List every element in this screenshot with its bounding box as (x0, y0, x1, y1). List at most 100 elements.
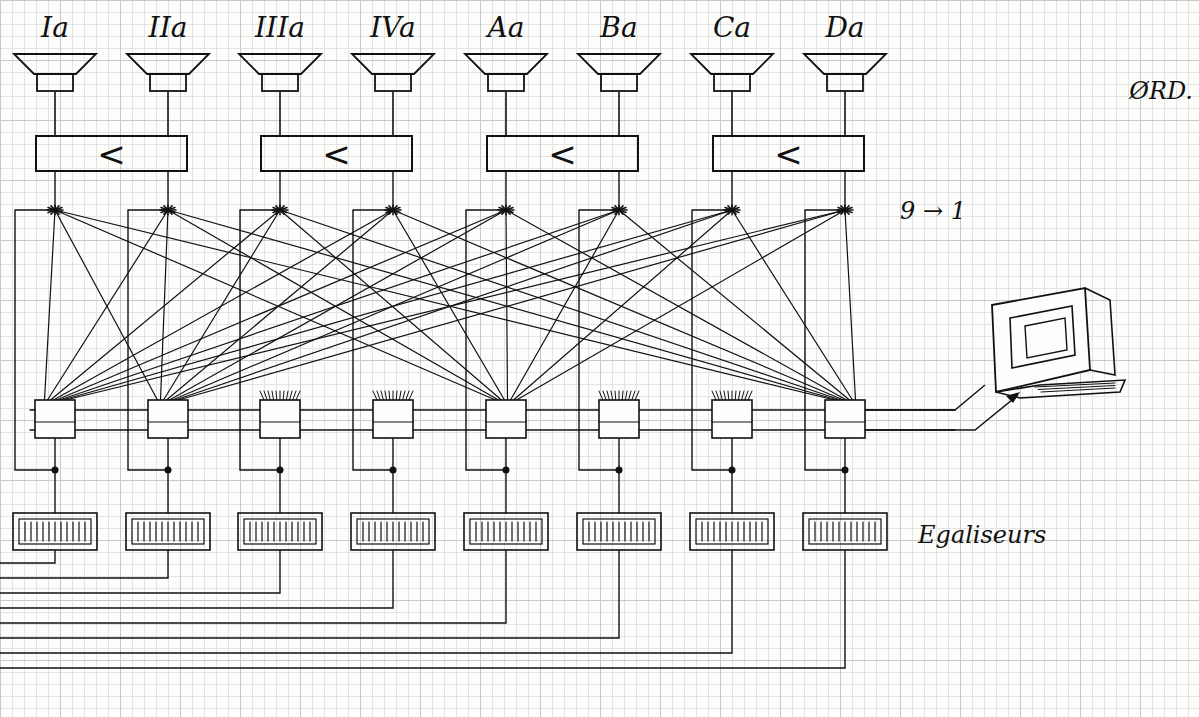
speaker-label: Da (800, 8, 890, 48)
equalizer-slider (291, 522, 292, 541)
input-comb (599, 391, 603, 400)
equalizer-slider (814, 522, 815, 541)
speaker-cone (14, 54, 96, 74)
equalizer-slider (707, 522, 708, 541)
loudspeaker: IIa (123, 8, 213, 96)
equalizer (803, 513, 887, 550)
speaker-cone (465, 54, 547, 74)
equalizer-slider (701, 522, 702, 541)
input-comb (622, 391, 624, 400)
matrix-line (66, 210, 846, 400)
equalizer (13, 513, 97, 550)
input-comb (399, 391, 401, 400)
return-rail (692, 209, 732, 210)
input-comb (607, 391, 609, 400)
computer-keyboard (996, 380, 1125, 398)
input-comb (396, 391, 398, 400)
equalizer-slider (42, 522, 43, 541)
equalizer-slider (493, 522, 494, 541)
computer-link (865, 385, 985, 410)
return-rail (15, 209, 55, 210)
speaker-label: IIa (123, 8, 213, 48)
equalizer-slider (185, 522, 186, 541)
loudspeaker: IIIa (235, 8, 325, 96)
speaker-symbol (800, 48, 890, 96)
amp-output-wire (392, 172, 393, 210)
input-comb (264, 391, 267, 400)
equalizer-slider (737, 522, 738, 541)
return-rail (805, 209, 845, 210)
connector (167, 92, 169, 135)
amplifier-box: < (486, 135, 639, 172)
equalizer (126, 513, 210, 550)
amplifier-box: < (712, 135, 865, 172)
equalizer-slider (594, 522, 595, 541)
speaker-symbol (10, 48, 100, 96)
equalizer-slider (862, 522, 863, 541)
input-comb (611, 391, 613, 400)
input-comb (720, 391, 722, 400)
equalizer-slider (149, 522, 150, 541)
loudspeaker: Ia (10, 8, 100, 96)
return-rail (579, 209, 619, 210)
keyboard-row (1041, 388, 1115, 392)
speaker-cone (691, 54, 773, 74)
junction-dot (165, 467, 172, 474)
equalizer-slider (179, 522, 180, 541)
input-comb (745, 391, 748, 400)
matrix-line (55, 210, 496, 400)
equalizer-slider (874, 522, 875, 541)
equalizer-slider (648, 522, 649, 541)
input-comb (403, 391, 405, 400)
junction-dot (390, 467, 397, 474)
equalizer-slider (30, 522, 31, 541)
note-label: ØRD. (1129, 76, 1193, 106)
matrix-line (63, 210, 733, 400)
equalizer-slider (416, 522, 417, 541)
input-comb (735, 391, 737, 400)
equalizer-slider (143, 522, 144, 541)
amp-output-wire (54, 172, 55, 210)
equalizer-slider (832, 522, 833, 541)
junction-dot (729, 467, 736, 474)
matrix-line (506, 210, 508, 400)
input-line (0, 550, 168, 578)
equalizer-slider (499, 522, 500, 541)
equalizer-slider (749, 522, 750, 541)
input-comb (272, 391, 274, 400)
input-comb (716, 391, 719, 400)
input-line (0, 550, 280, 593)
amp-output-wire (167, 172, 168, 210)
computer-screen (1010, 306, 1075, 368)
equalizer-slider (380, 522, 381, 541)
equalizer-slider (820, 522, 821, 541)
equalizer-slider (410, 522, 411, 541)
computer-screen-inner (1025, 318, 1067, 358)
equalizer-slider (249, 522, 250, 541)
input-comb (625, 391, 627, 400)
amp-output-wire (731, 172, 732, 210)
input-comb (296, 391, 300, 400)
equalizer-slider (66, 522, 67, 541)
equalizer-slider (297, 522, 298, 541)
module-divider (148, 421, 188, 422)
input-comb (615, 391, 617, 400)
connector (844, 92, 846, 135)
input-comb (635, 391, 639, 400)
input-comb (268, 391, 270, 400)
input-comb (377, 391, 380, 400)
matrix-line (55, 210, 835, 400)
speaker-cone (127, 54, 209, 74)
eq-feed-wire (618, 438, 619, 513)
input-comb (385, 391, 387, 400)
input-comb (742, 391, 744, 400)
speaker-magnet (375, 74, 411, 91)
amp-output-wire (618, 172, 619, 210)
equalizer-slider (273, 522, 274, 541)
equalizer (351, 513, 435, 550)
input-comb (629, 391, 631, 400)
equalizer-slider (84, 522, 85, 541)
equalizer-slider (309, 522, 310, 541)
speaker-symbol (348, 48, 438, 96)
